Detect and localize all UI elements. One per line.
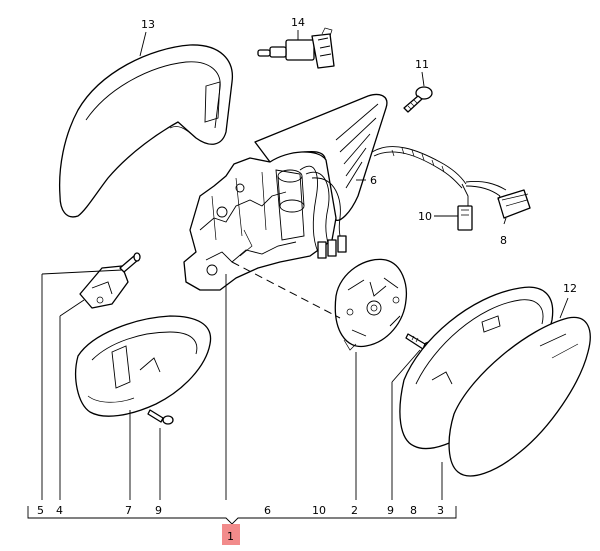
callout-5[interactable]: 5: [37, 504, 44, 517]
callout-6-bottom[interactable]: 6: [264, 504, 271, 517]
connector-8[interactable]: [497, 189, 531, 219]
callout-3[interactable]: 3: [437, 504, 444, 517]
callout-9-left[interactable]: 9: [155, 504, 162, 517]
wiring-harness: [299, 165, 347, 259]
alignment-line: [231, 261, 341, 319]
cable-to-connector: [371, 146, 507, 208]
callout-8-top[interactable]: 8: [500, 234, 507, 247]
part-5-pin[interactable]: [119, 252, 141, 273]
connector-10[interactable]: [457, 205, 473, 231]
callout-2[interactable]: 2: [351, 504, 358, 517]
part-2-adjuster-motor[interactable]: [334, 258, 408, 351]
leader-lines: [41, 30, 569, 500]
part-14-bulb[interactable]: [257, 27, 335, 69]
part-9-screw-left[interactable]: [147, 409, 174, 425]
callout-8-bottom[interactable]: 8: [410, 504, 417, 517]
callout-13[interactable]: 13: [141, 18, 155, 31]
part-1-mirror-base[interactable]: [183, 151, 337, 291]
callout-10-bottom[interactable]: 10: [312, 504, 326, 517]
callout-12[interactable]: 12: [563, 282, 577, 295]
part-11-screw[interactable]: [403, 86, 433, 113]
part-7-lower-housing[interactable]: [75, 315, 212, 417]
callout-14[interactable]: 14: [291, 16, 305, 29]
callout-9-right[interactable]: 9: [387, 504, 394, 517]
callout-11[interactable]: 11: [415, 58, 429, 71]
callout-10-top[interactable]: 10: [418, 210, 432, 223]
callout-7[interactable]: 7: [125, 504, 132, 517]
part-13-housing-cap[interactable]: [58, 44, 233, 218]
callout-4[interactable]: 4: [56, 504, 63, 517]
callout-1-highlight: [222, 524, 240, 545]
callout-1[interactable]: 1: [227, 530, 234, 543]
part-4-bracket[interactable]: [79, 265, 129, 309]
callout-6-top[interactable]: 6: [370, 174, 377, 187]
part-12-mirror-glass[interactable]: [448, 316, 591, 477]
